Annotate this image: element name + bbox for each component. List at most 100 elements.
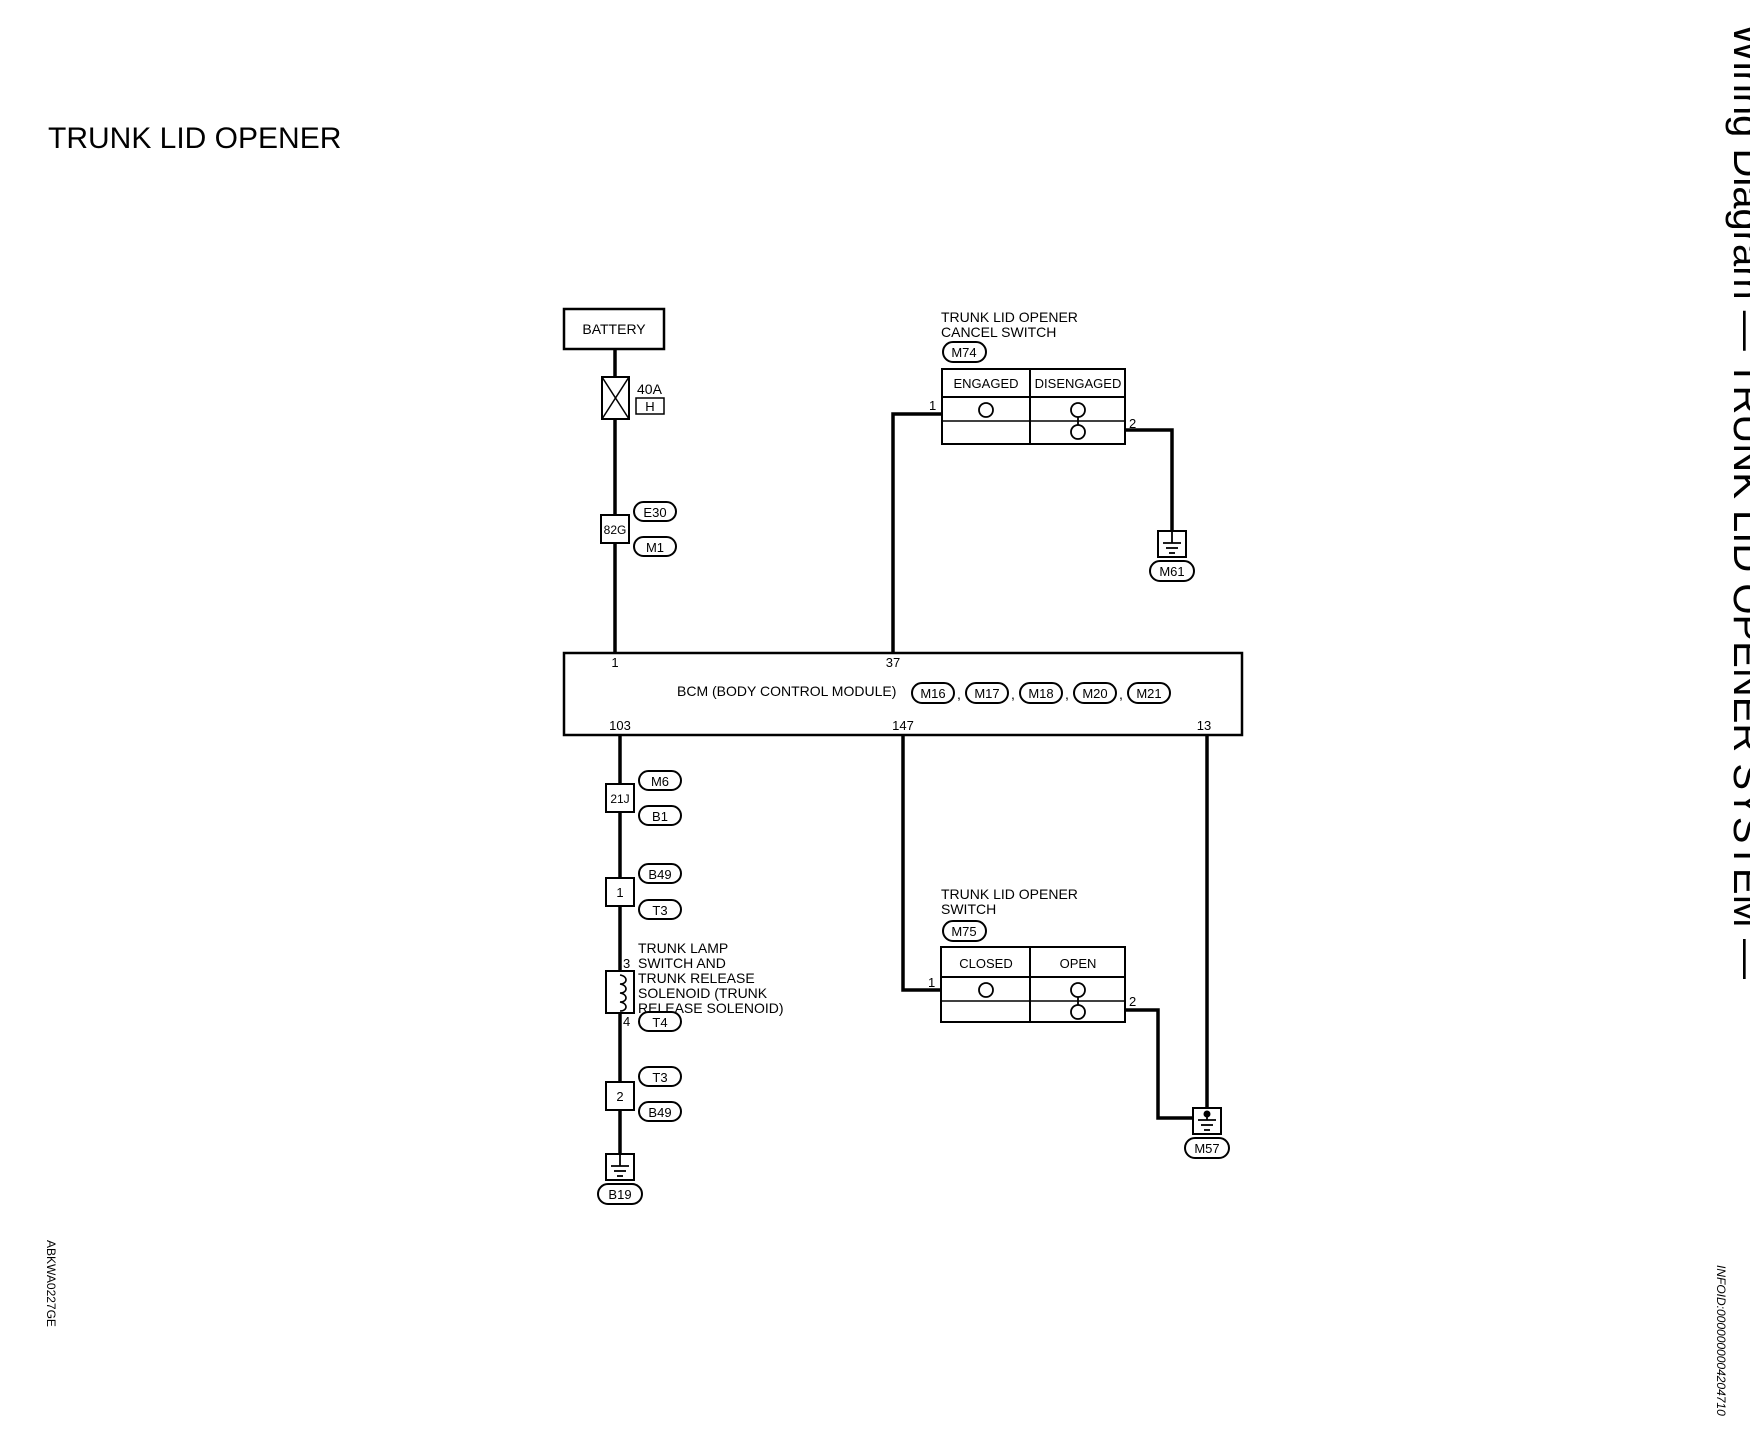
bcm-pin-37: 37 bbox=[886, 655, 900, 670]
connector-m20-badge bbox=[1073, 682, 1117, 704]
info-id-text: INFOID:0000000004204710 bbox=[1714, 1265, 1728, 1416]
connector-m16-badge bbox=[911, 682, 955, 704]
connector-m18-label: M18 bbox=[1028, 686, 1053, 701]
connector-b49-label: B49 bbox=[648, 867, 671, 882]
ground-b19-badge bbox=[597, 1183, 643, 1205]
wires bbox=[613, 349, 1209, 1154]
bcm-label: BCM (BODY CONTROL MODULE) bbox=[677, 683, 896, 699]
solenoid-label-line1: TRUNK LAMP bbox=[638, 940, 728, 956]
joint-1-box bbox=[605, 877, 635, 907]
cancel-switch-table bbox=[941, 368, 1126, 445]
trunk-lid-opener-cancel-switch: TRUNK LID OPENER CANCEL SWITCH M74 ENGAG… bbox=[929, 309, 1136, 445]
figure-reference-code: ABKWA0227GE bbox=[44, 1240, 58, 1327]
solenoid-box bbox=[605, 970, 635, 1014]
connector-b1-label: B1 bbox=[652, 809, 668, 824]
side-title-text: Wiring Diagram — TRUNK LID OPENER SYSTEM… bbox=[1725, 24, 1750, 979]
connector-b1-badge bbox=[638, 805, 682, 826]
connector-m17-badge bbox=[965, 682, 1009, 704]
fuse-code-box bbox=[635, 397, 665, 415]
cancel-switch-title-line1: TRUNK LID OPENER bbox=[941, 309, 1078, 325]
connector-m6-label: M6 bbox=[651, 774, 669, 789]
info-id: INFOID:0000000004204710 bbox=[1714, 1265, 1730, 1455]
connector-m21-badge bbox=[1127, 682, 1171, 704]
joint-connector-82g: 82G E30 M1 bbox=[600, 501, 677, 557]
opener-switch-pin-2: 2 bbox=[1129, 994, 1136, 1009]
ground-m61-badge bbox=[1149, 560, 1195, 582]
cancel-switch-engaged-open-contact bbox=[978, 402, 994, 418]
opener-switch-title-line1: TRUNK LID OPENER bbox=[941, 886, 1078, 902]
wire-bcm37-to-cancel-switch bbox=[891, 412, 942, 653]
ground-m57-badge bbox=[1184, 1137, 1230, 1159]
connector-m21-label: M21 bbox=[1136, 686, 1161, 701]
joint-2-label: 2 bbox=[616, 1089, 623, 1104]
joint-connector-1: 1 B49 T3 bbox=[605, 863, 682, 920]
joint-82g-label: 82G bbox=[604, 523, 627, 537]
connector-m74-label: M74 bbox=[951, 345, 976, 360]
bcm-pin-147: 147 bbox=[892, 718, 914, 733]
connector-b49-lower-badge bbox=[638, 1101, 682, 1122]
cancel-switch-title-line2: CANCEL SWITCH bbox=[941, 324, 1056, 340]
opener-switch-title-line2: SWITCH bbox=[941, 901, 996, 917]
connector-m20-label: M20 bbox=[1082, 686, 1107, 701]
connector-t3-label: T3 bbox=[652, 903, 667, 918]
opener-switch-table bbox=[940, 946, 1126, 1023]
solenoid-pin-3: 3 bbox=[623, 956, 630, 971]
side-title: Wiring Diagram — TRUNK LID OPENER SYSTEM… bbox=[1724, 24, 1750, 979]
joint-21j-box bbox=[605, 783, 635, 813]
bcm-separator-3: , bbox=[1065, 686, 1069, 702]
connector-t4-label: T4 bbox=[652, 1015, 667, 1030]
bcm-separator-1: , bbox=[957, 686, 961, 702]
bcm-separator-2: , bbox=[1011, 686, 1015, 702]
ground-b19: B19 bbox=[597, 1153, 643, 1205]
cancel-switch-pin-1: 1 bbox=[929, 398, 936, 413]
page-title: TRUNK LID OPENER bbox=[48, 122, 342, 155]
joint-82g-box bbox=[600, 514, 630, 544]
opener-switch-closed-contact bbox=[978, 982, 994, 998]
connector-m6-badge bbox=[638, 770, 682, 791]
connector-e30-badge bbox=[633, 501, 677, 522]
opener-switch-open-contact-bottom bbox=[1070, 1004, 1086, 1020]
battery-label: BATTERY bbox=[582, 321, 646, 337]
connector-m74-badge bbox=[942, 341, 987, 363]
connector-m17-label: M17 bbox=[974, 686, 999, 701]
fuse-code: H bbox=[645, 399, 654, 414]
bcm-pin-1: 1 bbox=[611, 655, 618, 670]
wire-cancel-switch-to-ground bbox=[1125, 428, 1174, 531]
connector-b49-badge bbox=[638, 863, 682, 884]
cancel-switch-col-disengaged: DISENGAGED bbox=[1035, 376, 1122, 391]
opener-switch-open-contact-top bbox=[1070, 982, 1086, 998]
bcm-separator-4: , bbox=[1119, 686, 1123, 702]
cancel-switch-disengaged-contact-bottom bbox=[1070, 424, 1086, 440]
bcm-pin-13: 13 bbox=[1197, 718, 1211, 733]
opener-switch-col-open: OPEN bbox=[1060, 956, 1097, 971]
battery: BATTERY bbox=[562, 307, 666, 351]
connector-b49-lower-label: B49 bbox=[648, 1105, 671, 1120]
connector-m75-label: M75 bbox=[951, 924, 976, 939]
connector-m75-badge bbox=[942, 920, 987, 942]
cancel-switch-col-engaged: ENGAGED bbox=[953, 376, 1018, 391]
connector-t3-lower-label: T3 bbox=[652, 1070, 667, 1085]
opener-switch-col-closed: CLOSED bbox=[959, 956, 1012, 971]
cancel-switch-disengaged-contact-top bbox=[1070, 402, 1086, 418]
connector-m18-badge bbox=[1019, 682, 1063, 704]
connector-t3-badge bbox=[638, 899, 682, 920]
connector-e30-label: E30 bbox=[643, 505, 666, 520]
ground-m57-label: M57 bbox=[1194, 1141, 1219, 1156]
cancel-switch-pin-2: 2 bbox=[1129, 416, 1136, 431]
joint-connector-2: 2 T3 B49 bbox=[605, 1066, 682, 1122]
bcm-module: 1 37 103 147 13 BCM (BODY CONTROL MODULE… bbox=[562, 651, 1244, 737]
ground-m61-label: M61 bbox=[1159, 564, 1184, 579]
connector-t3-lower-badge bbox=[638, 1066, 682, 1087]
bcm-pin-103: 103 bbox=[609, 718, 631, 733]
solenoid-label-line2: SWITCH AND bbox=[638, 955, 726, 971]
connector-t4-badge bbox=[638, 1011, 682, 1032]
joint-connector-21j: 21J M6 B1 bbox=[605, 770, 682, 826]
fuse-cross-2 bbox=[601, 376, 630, 420]
solenoid-coil-icon bbox=[619, 974, 627, 1012]
joint-1-label: 1 bbox=[616, 885, 623, 900]
ground-m57: M57 bbox=[1184, 1107, 1230, 1159]
wire-opener-switch-to-ground bbox=[1125, 1008, 1193, 1120]
fuse-rating: 40A bbox=[637, 381, 663, 397]
joint-2-box bbox=[605, 1081, 635, 1111]
